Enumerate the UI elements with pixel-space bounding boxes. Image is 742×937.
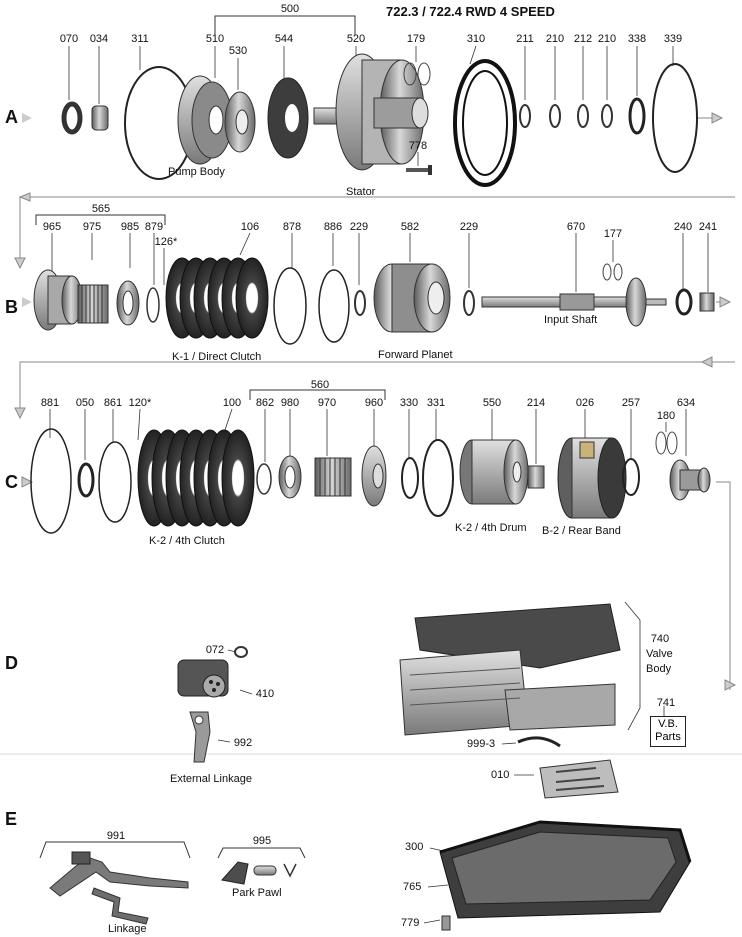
part-label-999-3: 999-3: [467, 738, 496, 750]
row-d-parts: [0, 601, 742, 799]
caption-pump-body: Pump Body: [168, 166, 225, 178]
part-label-106: 106: [240, 221, 260, 233]
part-label-229-a: 229: [349, 221, 369, 233]
part-label-985: 985: [120, 221, 140, 233]
part-label-520: 520: [346, 33, 366, 45]
part-label-310: 310: [466, 33, 486, 45]
row-c-parts: [30, 389, 711, 534]
group-label-565: 565: [91, 203, 111, 215]
part-label-530: 530: [228, 45, 248, 57]
caption-forward-planet: Forward Planet: [378, 349, 453, 361]
part-label-510: 510: [205, 33, 225, 45]
part-label-229-b: 229: [459, 221, 479, 233]
part-label-878: 878: [282, 221, 302, 233]
part-label-975: 975: [82, 221, 102, 233]
part-label-338: 338: [627, 33, 647, 45]
part-label-241: 241: [698, 221, 718, 233]
part-label-257: 257: [621, 397, 641, 409]
part-label-331: 331: [426, 397, 446, 409]
part-label-991: 991: [106, 830, 126, 842]
part-label-120: 120*: [128, 397, 152, 409]
part-label-410: 410: [255, 688, 275, 700]
caption-b2-rear-band: B-2 / Rear Band: [542, 525, 621, 537]
flow-lines: [14, 112, 737, 691]
part-label-072: 072: [205, 644, 225, 656]
caption-stator: Stator: [346, 186, 376, 198]
part-label-212: 212: [573, 33, 593, 45]
part-label-634: 634: [676, 397, 696, 409]
row-label-d: D: [5, 653, 18, 673]
caption-valve: Valve: [646, 648, 673, 660]
part-label-311: 311: [131, 33, 149, 45]
part-label-180: 180: [656, 410, 676, 422]
diagram-title: 722.3 / 722.4 RWD 4 SPEED: [386, 4, 555, 19]
part-label-670: 670: [566, 221, 586, 233]
part-label-765: 765: [403, 881, 422, 893]
caption-k2-4th-clutch: K-2 / 4th Clutch: [149, 535, 225, 547]
part-label-778: 778: [408, 140, 428, 152]
group-label-560: 560: [310, 379, 330, 391]
vb-parts-line2: Parts: [655, 731, 681, 743]
part-label-740: 740: [650, 633, 670, 645]
row-label-a: A: [5, 107, 18, 127]
part-label-970: 970: [317, 397, 337, 409]
part-label-544: 544: [274, 33, 294, 45]
row-label-b: B: [5, 297, 18, 317]
part-label-214: 214: [526, 397, 546, 409]
part-label-550: 550: [482, 397, 502, 409]
row-a-parts: [61, 15, 698, 187]
vb-parts-box: V.B. Parts: [650, 716, 686, 747]
part-label-050: 050: [75, 397, 95, 409]
row-label-c: C: [5, 472, 18, 492]
k2-clutch-pack: [137, 429, 255, 527]
part-label-995: 995: [252, 835, 272, 847]
part-label-100: 100: [222, 397, 242, 409]
group-label-500: 500: [280, 3, 300, 15]
caption-external-linkage: External Linkage: [170, 773, 252, 785]
part-label-070: 070: [59, 33, 79, 45]
part-label-026: 026: [575, 397, 595, 409]
part-label-992: 992: [233, 737, 253, 749]
part-label-179: 179: [406, 33, 426, 45]
part-label-980: 980: [280, 397, 300, 409]
part-label-339: 339: [663, 33, 683, 45]
part-label-010: 010: [491, 769, 510, 781]
part-label-210-b: 210: [597, 33, 617, 45]
caption-k1-direct-clutch: K-1 / Direct Clutch: [172, 351, 262, 363]
part-label-177: 177: [603, 228, 623, 240]
part-label-879: 879: [144, 221, 164, 233]
part-label-300: 300: [405, 841, 424, 853]
row-e-parts: [39, 820, 692, 931]
part-label-330: 330: [399, 397, 419, 409]
caption-linkage: Linkage: [108, 923, 147, 935]
part-label-582: 582: [400, 221, 420, 233]
part-label-034: 034: [89, 33, 109, 45]
part-label-965: 965: [42, 221, 62, 233]
part-label-886: 886: [323, 221, 343, 233]
part-label-861: 861: [103, 397, 123, 409]
vb-parts-line1: V.B.: [658, 718, 678, 730]
part-label-240: 240: [673, 221, 693, 233]
part-label-126: 126*: [154, 236, 178, 248]
part-label-779: 779: [401, 917, 420, 929]
part-label-862: 862: [255, 397, 275, 409]
part-label-210-a: 210: [545, 33, 565, 45]
row-label-e: E: [5, 809, 18, 829]
caption-park-pawl: Park Pawl: [232, 887, 282, 899]
row-b-parts: [33, 214, 715, 345]
caption-k2-4th-drum: K-2 / 4th Drum: [455, 522, 527, 534]
part-label-211: 211: [516, 33, 534, 45]
part-label-960: 960: [364, 397, 384, 409]
part-label-741: 741: [656, 697, 676, 709]
caption-body: Body: [646, 663, 672, 675]
caption-input-shaft: Input Shaft: [544, 314, 598, 326]
k1-clutch-pack: [165, 257, 269, 339]
part-label-881: 881: [40, 397, 60, 409]
